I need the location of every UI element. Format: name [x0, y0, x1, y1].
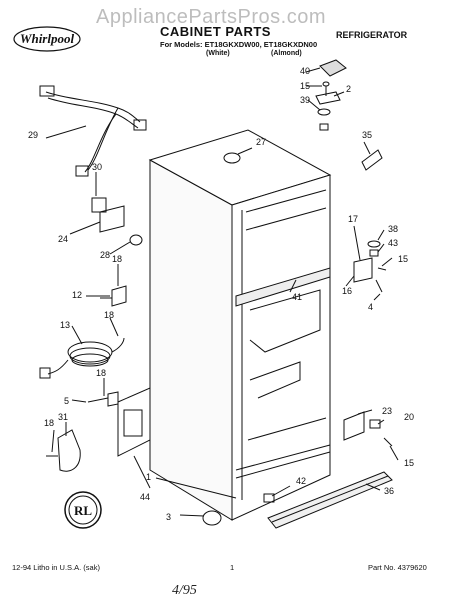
part-31 — [57, 429, 81, 472]
brand-name: Whirlpool — [20, 31, 75, 46]
models-line: For Models: ET18GKXDW00, ET18GKXDN00 — [160, 40, 318, 49]
callout-24: 24 — [58, 234, 68, 244]
callout-17: 17 — [348, 214, 358, 224]
part-40 — [319, 59, 347, 77]
page-title: CABINET PARTS — [160, 24, 271, 39]
callout-16: 16 — [342, 286, 352, 296]
callout-35: 35 — [362, 130, 372, 140]
part-30 — [91, 197, 107, 213]
rll-seal: RL — [64, 491, 102, 529]
callout-20: 20 — [404, 412, 414, 422]
callout-38: 38 — [388, 224, 398, 234]
part-27 — [223, 152, 241, 164]
part-3 — [202, 510, 222, 526]
part-44 — [117, 387, 151, 457]
callout-18: 18 — [112, 254, 122, 264]
callout-44: 44 — [140, 492, 150, 502]
handwritten-note: 4/95 — [172, 583, 197, 598]
power-cord — [39, 337, 125, 379]
watermark: AppliancePartsPros.com — [96, 6, 326, 28]
callout-40: 40 — [300, 66, 310, 76]
whirlpool-logo: Whirlpool — [12, 24, 82, 54]
footer-page-number: 1 — [230, 563, 235, 572]
part-42 — [263, 493, 275, 503]
callout-29: 29 — [28, 130, 38, 140]
callout-42: 42 — [296, 476, 306, 486]
callout-12: 12 — [72, 290, 82, 300]
callout-18: 18 — [104, 310, 114, 320]
callout-27: 27 — [256, 137, 266, 147]
part-28 — [129, 234, 143, 246]
part-35 — [361, 149, 383, 171]
callout-39: 39 — [300, 95, 310, 105]
footer-litho: 12-94 Litho in U.S.A. (sak) — [12, 563, 100, 572]
callout-13: 13 — [60, 320, 70, 330]
callout-1: 1 — [146, 472, 151, 482]
callout-15: 15 — [398, 254, 408, 264]
cabinet-body — [148, 129, 332, 521]
part-24 — [99, 205, 125, 233]
callout-5: 5 — [64, 396, 69, 406]
variant-almond: (Almond) — [271, 50, 302, 57]
variant-white: (White) — [206, 50, 230, 57]
callout-2: 2 — [346, 84, 351, 94]
product-type: REFRIGERATOR — [336, 30, 408, 40]
svg-text:RL: RL — [74, 503, 92, 518]
callout-4: 4 — [368, 302, 373, 312]
callout-18: 18 — [96, 368, 106, 378]
callout-28: 28 — [100, 250, 110, 260]
callout-3: 3 — [166, 512, 171, 522]
wire-harness — [39, 85, 147, 177]
toe-grille — [267, 471, 393, 529]
callout-36: 36 — [384, 486, 394, 496]
callout-23: 23 — [382, 406, 392, 416]
callout-15: 15 — [404, 458, 414, 468]
callout-41: 41 — [292, 292, 302, 302]
footer-part-number: Part No. 4379620 — [368, 563, 427, 572]
callout-18: 18 — [44, 418, 54, 428]
callout-31: 31 — [58, 412, 68, 422]
callout-30: 30 — [92, 162, 102, 172]
callout-15: 15 — [300, 81, 310, 91]
callout-43: 43 — [388, 238, 398, 248]
